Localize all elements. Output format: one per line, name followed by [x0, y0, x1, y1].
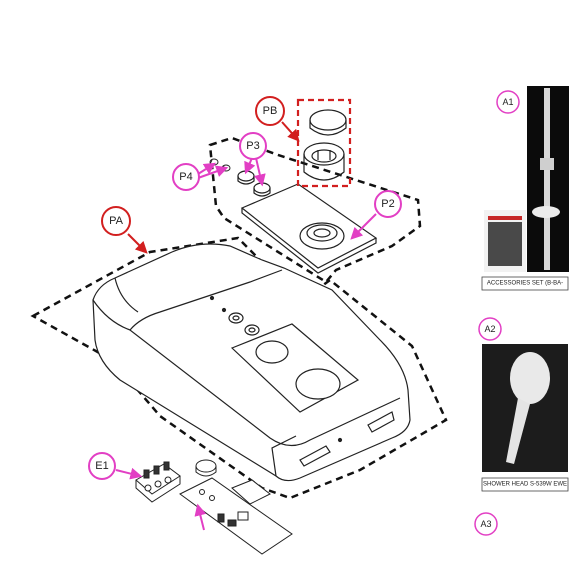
svg-text:A3: A3	[480, 519, 491, 529]
pb-dashed-box	[296, 98, 352, 188]
callout-a3: A3	[474, 512, 498, 536]
shower-head-caption: SHOWER HEAD S-539W EWE	[483, 482, 567, 488]
heater-body	[92, 243, 411, 482]
svg-text:P3: P3	[246, 140, 259, 152]
p3-leader-a	[244, 157, 256, 175]
pa-dashed-outline	[30, 236, 448, 500]
svg-text:PA: PA	[109, 215, 124, 227]
p3-knob-caps	[237, 170, 271, 197]
callout-p4: P4	[172, 163, 200, 191]
terminal-block	[135, 461, 181, 503]
callout-pa: PA	[101, 206, 131, 236]
callout-a1: A1	[496, 90, 520, 114]
back-plate-part	[240, 183, 378, 274]
svg-text:A1: A1	[502, 97, 513, 107]
callout-e1: E1	[88, 452, 116, 480]
svg-text:E1: E1	[95, 460, 108, 472]
callout-pb: PB	[255, 96, 285, 126]
p2-leader	[350, 213, 377, 240]
svg-text:P4: P4	[179, 171, 192, 183]
leader-lines	[115, 121, 377, 531]
callout-a2: A2	[478, 317, 502, 341]
callout-p3: P3	[239, 132, 267, 160]
sensor-cap	[195, 459, 217, 477]
pcb-leader	[194, 503, 207, 531]
shower-head-caption-box	[481, 477, 569, 492]
svg-text:P2: P2	[381, 198, 394, 210]
accessories-caption: ACCESSORIES SET (B-BA-	[487, 281, 563, 287]
p3-leader-b	[253, 157, 266, 187]
control-pcb	[179, 477, 293, 555]
p4-leader-a	[197, 162, 217, 175]
svg-text:PB: PB	[263, 105, 278, 117]
pb-cap-parts	[303, 109, 347, 181]
e1-leader	[115, 467, 143, 480]
callout-p2: P2	[374, 190, 402, 218]
backplate-dashed-outline	[208, 136, 422, 284]
p4-leader-b	[197, 165, 229, 179]
accessories-caption-box	[481, 276, 569, 291]
pa-leader	[127, 233, 148, 254]
svg-text:A2: A2	[484, 324, 495, 334]
pb-leader	[281, 121, 300, 142]
